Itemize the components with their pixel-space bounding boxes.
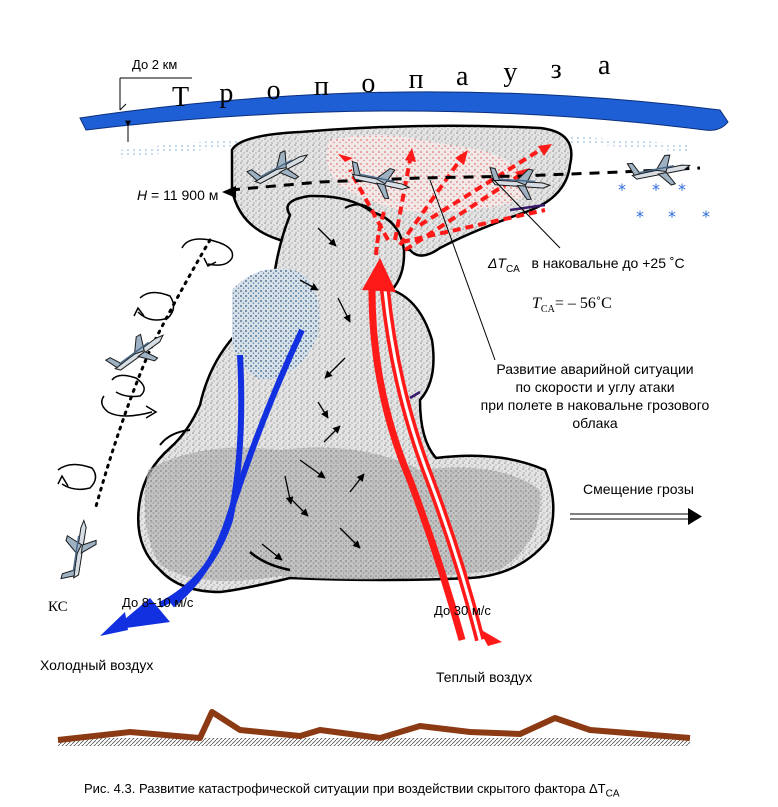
storm-shift-label: Смещение грозы: [583, 481, 694, 497]
delta-t-symbol: ΔT: [488, 255, 506, 271]
tropopause-letter: о: [266, 74, 281, 106]
tca-symbol: T: [532, 295, 541, 312]
snowflake-icon: * * * * * *: [618, 180, 710, 226]
height-bracket: [119, 77, 192, 142]
storm-shift-arrow: [570, 508, 702, 525]
tropopause-letter: у: [503, 57, 518, 89]
delta-t-subscript: CA: [505, 263, 520, 275]
cold-speed-label: До 8–10 м/с: [122, 595, 194, 610]
altitude-label: H = 11 900 м: [137, 188, 218, 202]
svg-text:*: *: [652, 180, 660, 199]
tropopause-letter: п: [408, 64, 424, 96]
tropopause-letter: а: [456, 60, 469, 92]
aircraft-icon: [102, 324, 173, 383]
emergency-line: Развитие аварийной ситуации: [496, 361, 694, 377]
rotation-arrow-icon: [57, 238, 234, 491]
ground-line: [57, 709, 691, 746]
svg-text:*: *: [636, 207, 644, 226]
warm-updraft: [338, 144, 552, 646]
cold-air-label: Холодный воздух: [40, 657, 154, 673]
svg-text:*: *: [668, 207, 676, 226]
warm-speed-label: До 30 м/с: [434, 603, 491, 618]
tropopause-letter: п: [314, 71, 329, 103]
aircraft-icon: [55, 516, 102, 586]
ks-label: КС: [48, 599, 68, 615]
tropopause-letter: Т: [172, 82, 190, 113]
svg-text:*: *: [678, 180, 686, 199]
caption-text: Рис. 4.3. Развитие катастрофической ситу…: [84, 781, 606, 796]
figure-caption: Рис. 4.3. Развитие катастрофической ситу…: [84, 782, 620, 800]
emergency-line: облака: [572, 415, 618, 431]
internal-flow-arrows: [261, 227, 365, 561]
tropopause-letter: о: [361, 67, 376, 99]
anvil-temperature-label: ΔTCA в наковальне до +25 ˚C: [488, 256, 685, 275]
cold-downdraft: [100, 328, 305, 636]
warm-air-label: Теплый воздух: [436, 669, 533, 685]
tca-label: TCA= – 56˚C: [532, 296, 612, 315]
altitude-value: = 11 900 м: [147, 187, 219, 203]
tropopause-letter: р: [219, 78, 234, 110]
emergency-line: по скорости и углу атаки: [515, 379, 675, 395]
emergency-text: Развитие аварийной ситуации по скорости …: [456, 360, 734, 432]
anvil-temperature-text: в наковальне до +25 ˚C: [531, 255, 685, 271]
leader-lines: [429, 177, 561, 361]
altitude-symbol: H: [137, 187, 148, 203]
svg-text:*: *: [702, 207, 710, 226]
tca-subscript: CA: [540, 304, 555, 316]
svg-text:*: *: [618, 180, 626, 199]
emergency-line: при полете в наковальне грозового: [480, 397, 710, 413]
height-label: До 2 км: [132, 57, 178, 72]
tca-value: = – 56˚C: [554, 295, 612, 312]
caption-subscript: CA: [605, 788, 620, 800]
tropopause-letter: з: [550, 53, 562, 85]
tropopause-letter: а: [598, 50, 611, 81]
